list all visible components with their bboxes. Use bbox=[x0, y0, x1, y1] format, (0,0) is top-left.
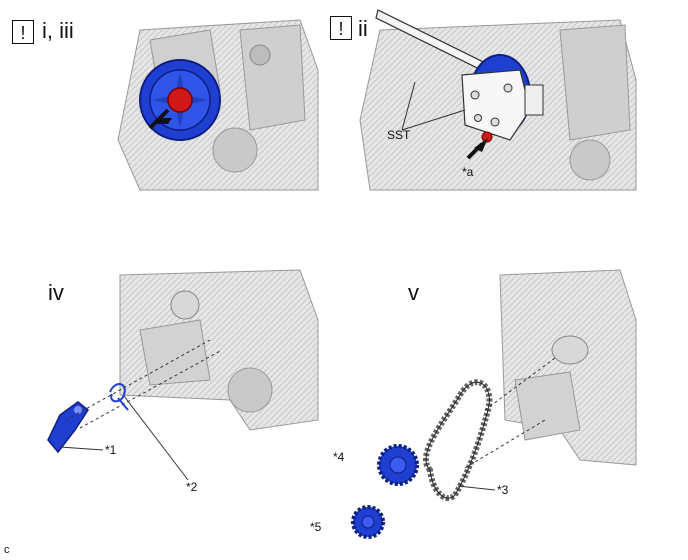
callout-2: *2 bbox=[186, 480, 198, 494]
engine-block-panel-3 bbox=[119, 269, 319, 431]
sst-label: SST bbox=[387, 128, 411, 142]
leader-1 bbox=[59, 446, 104, 451]
chain-tensioner-part-1 bbox=[47, 401, 89, 454]
guide-line-3 bbox=[484, 357, 556, 411]
sst-leader-2 bbox=[401, 109, 466, 131]
callout-5: *5 bbox=[310, 520, 322, 534]
sprocket-part-4 bbox=[377, 444, 419, 486]
callout-4: *4 bbox=[333, 450, 345, 464]
step-label-panel-2: ii bbox=[358, 16, 368, 41]
engine-block-panel-4 bbox=[499, 269, 637, 466]
warning-box-panel-2: ! bbox=[330, 16, 352, 40]
callout-1: *1 bbox=[105, 443, 117, 457]
callout-a: *a bbox=[462, 165, 474, 179]
arrow-shaft-panel-1 bbox=[148, 108, 170, 130]
leader-3 bbox=[457, 485, 496, 491]
leader-2 bbox=[123, 395, 189, 481]
sst-leader-1 bbox=[401, 81, 416, 131]
timing-chain-part-3 bbox=[422, 379, 493, 502]
sprocket-part-5 bbox=[351, 505, 385, 539]
bolt-marker-a bbox=[481, 131, 493, 143]
sst-tool bbox=[375, 9, 544, 141]
figure-code: c bbox=[4, 544, 10, 556]
arrow-panel-2 bbox=[474, 138, 488, 152]
step-label-panel-4: v bbox=[408, 280, 419, 305]
step-label-panel-3: iv bbox=[48, 280, 64, 305]
step-label-panel-1: i, iii bbox=[42, 18, 74, 43]
callout-3: *3 bbox=[497, 483, 509, 497]
warning-box-panel-1: ! bbox=[12, 20, 34, 44]
